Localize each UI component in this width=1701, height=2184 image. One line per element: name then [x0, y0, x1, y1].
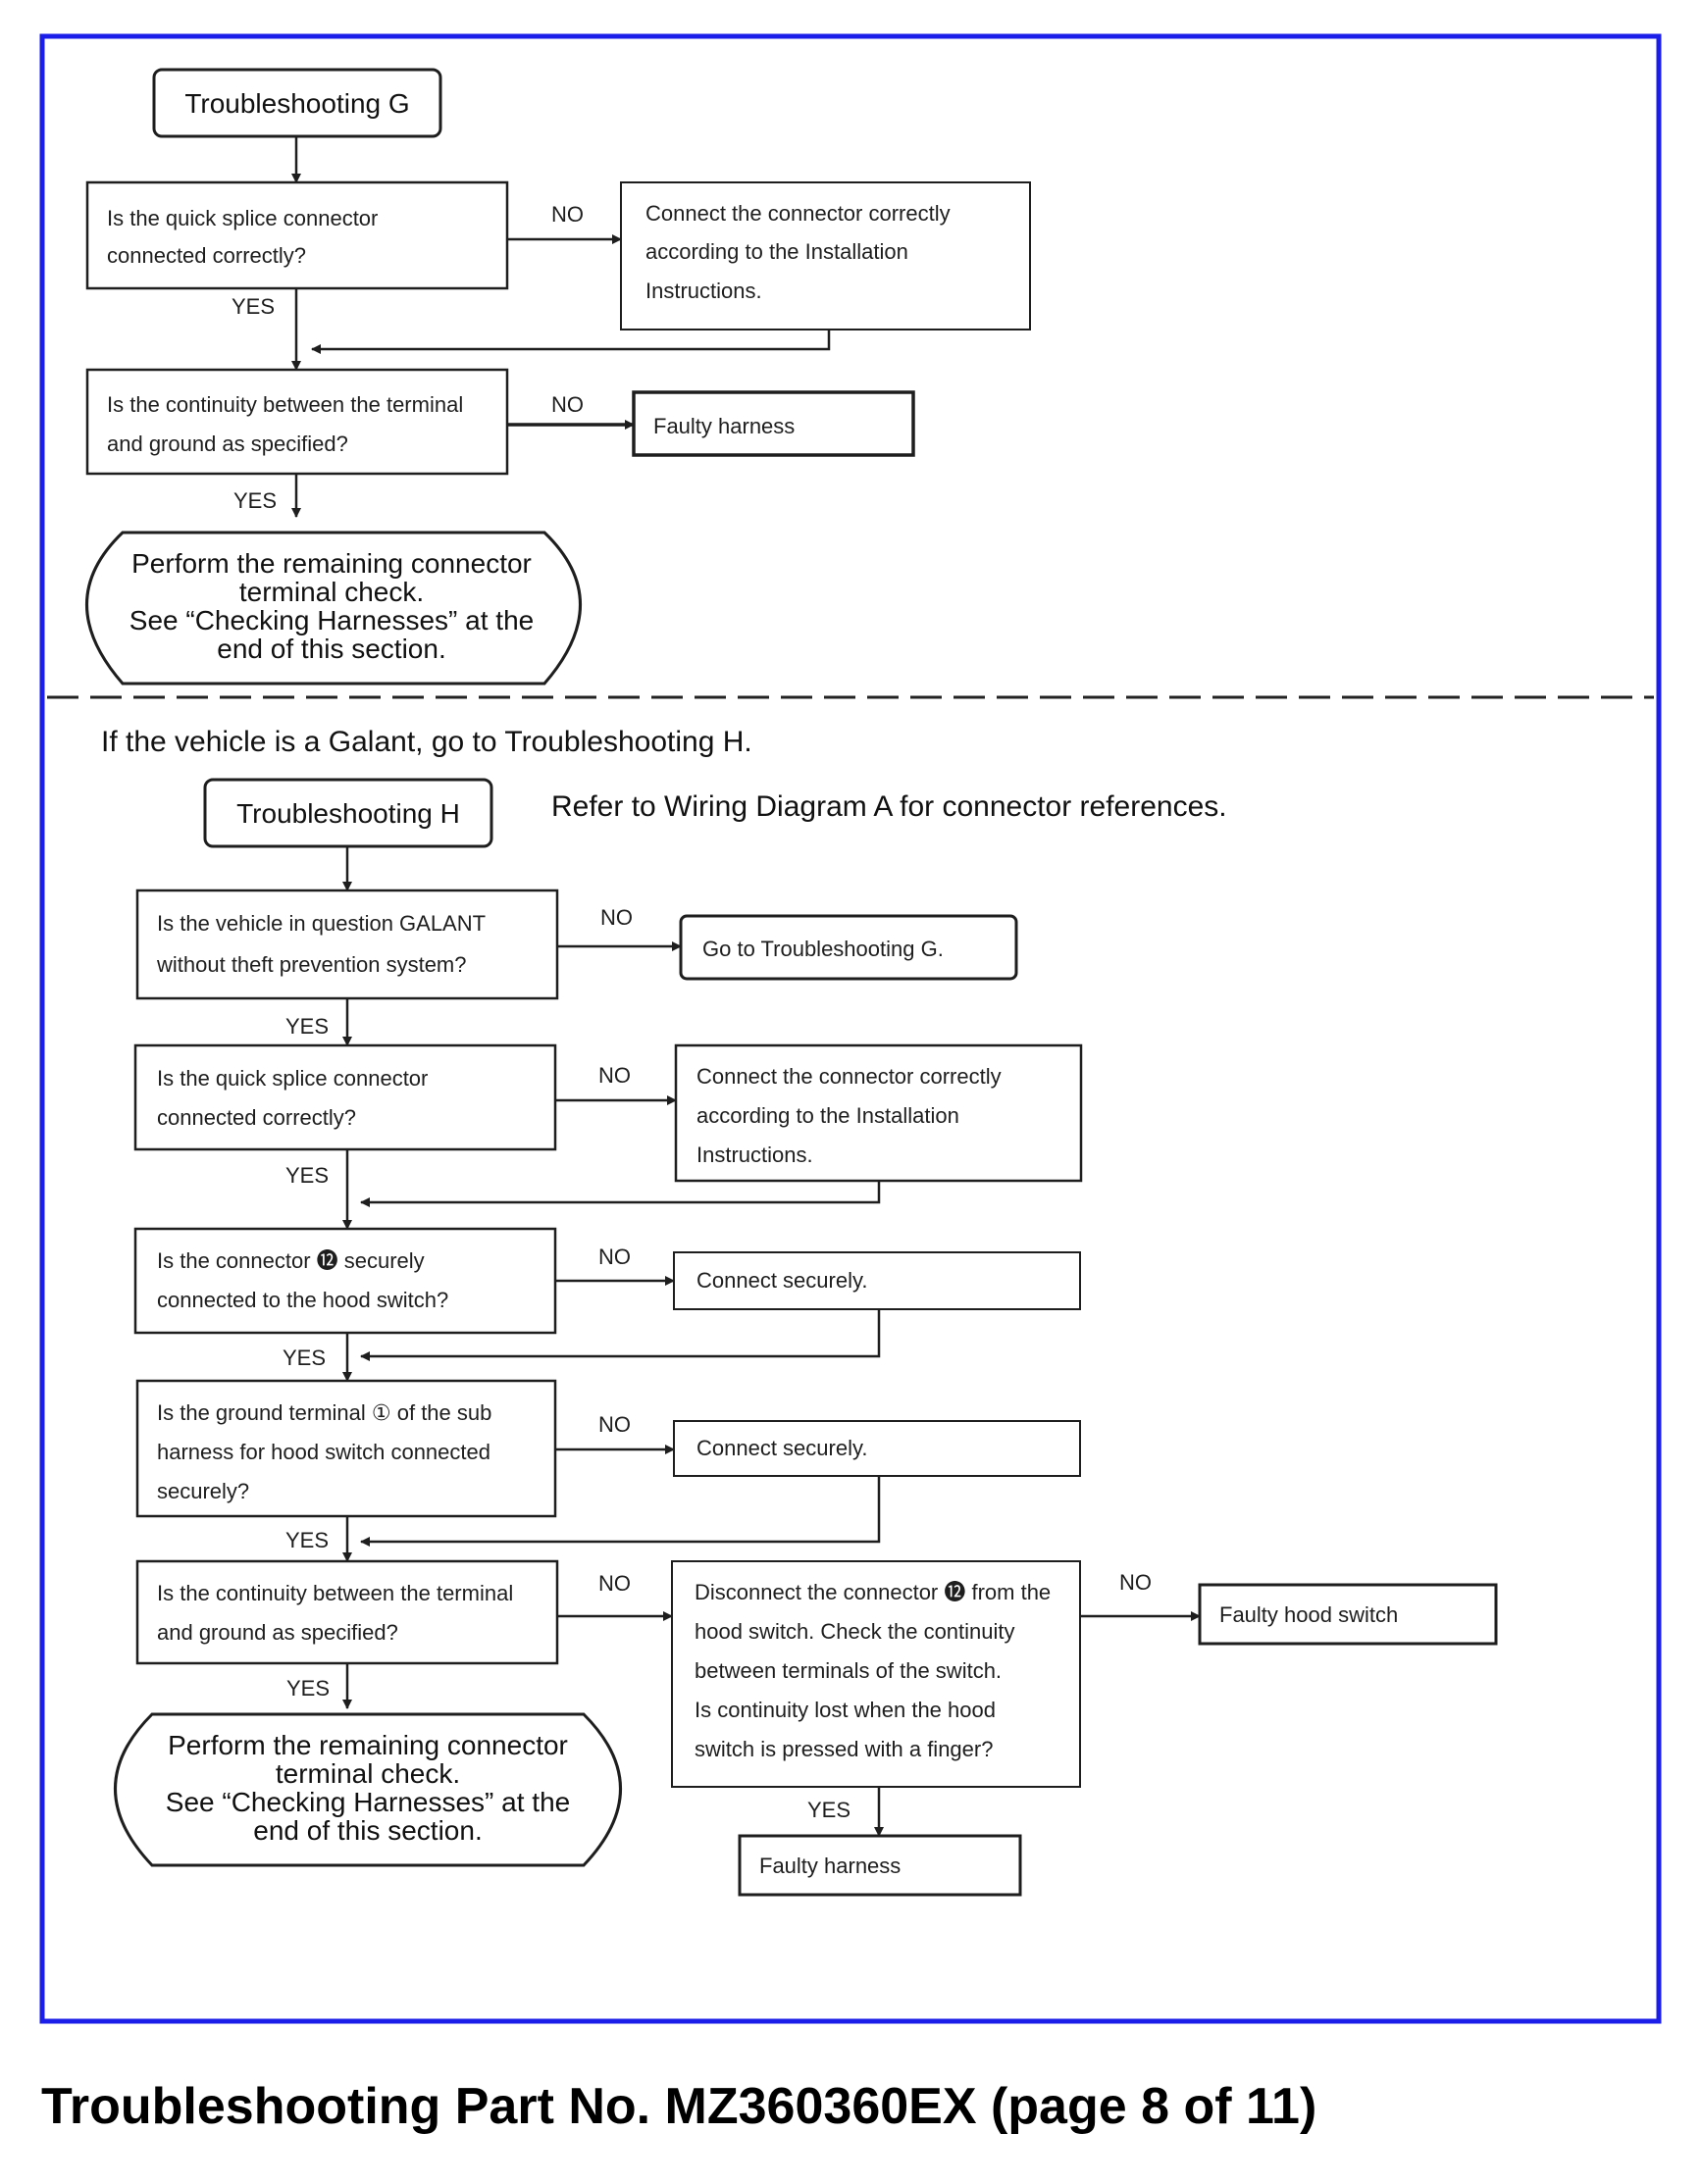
h-q6-no-label: NO [1119, 1570, 1152, 1595]
h-q4-yes-label: YES [285, 1528, 329, 1552]
g-q1-box [85, 180, 509, 290]
h-q4-no-label: NO [598, 1412, 631, 1437]
h-q5-no-line1: Disconnect the connector ⓬ from the [695, 1580, 1051, 1604]
h-end-line1: Perform the remaining connector [168, 1730, 568, 1760]
section-h-connectors [342, 846, 1201, 1837]
h-q1-no-label: NO [600, 905, 633, 930]
h-q5-no-label: NO [598, 1571, 631, 1596]
g-end-line1: Perform the remaining connector [131, 548, 532, 579]
h-q6-no-text: Faulty hood switch [1219, 1602, 1398, 1627]
h-title: Troubleshooting H [236, 798, 460, 829]
g-end-line3: See “Checking Harnesses” at the [129, 605, 534, 635]
section-g-connectors [291, 136, 831, 518]
g-q1-no-box [620, 181, 1031, 330]
h-q2-yes-label: YES [285, 1163, 329, 1188]
g-q1-line2: connected correctly? [107, 243, 306, 268]
h-q1-line2: without theft prevention system? [156, 952, 467, 977]
h-q1-line1: Is the vehicle in question GALANT [157, 911, 486, 936]
g-q1-no-line3: Instructions. [645, 279, 762, 303]
h-q2-no-line2: according to the Installation [696, 1103, 959, 1128]
galant-note: If the vehicle is a Galant, go to Troubl… [101, 726, 752, 758]
h-end-line2: terminal check. [276, 1758, 460, 1789]
h-end-line3: See “Checking Harnesses” at the [166, 1787, 570, 1817]
h-q4-line3: securely? [157, 1479, 249, 1503]
g-end-line4: end of this section. [217, 634, 445, 664]
g-q2-box [85, 368, 509, 476]
g-title: Troubleshooting G [184, 88, 409, 119]
h-q3-line2: connected to the hood switch? [157, 1288, 448, 1312]
h-q4-no-text: Connect securely. [696, 1436, 867, 1460]
page-caption: Troubleshooting Part No. MZ360360EX (pag… [41, 2078, 1317, 2135]
h-q2-box [133, 1043, 557, 1151]
h-end-terminal [114, 1712, 622, 1867]
g-q2-line1: Is the continuity between the terminal [107, 392, 463, 417]
h-q1-box [135, 889, 559, 1000]
g-q2-no-label: NO [551, 392, 584, 417]
h-q3-box [133, 1227, 557, 1335]
h-q1-yes-label: YES [285, 1014, 329, 1039]
h-q5-box [135, 1559, 559, 1665]
h-q5-no-line2: hood switch. Check the continuity [695, 1619, 1015, 1644]
g-end-terminal [85, 531, 582, 686]
h-q2-no-label: NO [598, 1063, 631, 1088]
h-q6-yes-text: Faulty harness [759, 1854, 901, 1878]
g-q2-line2: and ground as specified? [107, 432, 348, 456]
reference-note: Refer to Wiring Diagram A for connector … [551, 790, 1227, 823]
h-q3-yes-label: YES [283, 1346, 326, 1370]
g-q2-no-text: Faulty harness [653, 414, 795, 438]
h-q6-yes-label: YES [807, 1798, 850, 1822]
h-end-line4: end of this section. [253, 1815, 482, 1846]
section-g [85, 68, 1031, 686]
g-q1-line1: Is the quick splice connector [107, 206, 378, 230]
h-q3-no-label: NO [598, 1244, 631, 1269]
h-q5-yes-label: YES [286, 1676, 330, 1701]
h-q5-no-line3: between terminals of the switch. [695, 1658, 1002, 1683]
h-q2-no-line3: Instructions. [696, 1143, 813, 1167]
h-q5-line1: Is the continuity between the terminal [157, 1581, 513, 1605]
h-q5-no-box [671, 1560, 1081, 1788]
h-q5-no-line4: Is continuity lost when the hood [695, 1698, 996, 1722]
h-q3-no-text: Connect securely. [696, 1268, 867, 1293]
g-q1-no-line2: according to the Installation [645, 239, 908, 264]
g-q1-no-label: NO [551, 202, 584, 227]
h-q3-line1: Is the connector ⓬ securely [157, 1248, 425, 1273]
h-q2-no-line1: Connect the connector correctly [696, 1064, 1002, 1089]
h-q1-no-text: Go to Troubleshooting G. [702, 937, 944, 961]
g-q2-yes-label: YES [233, 488, 277, 513]
h-q5-no-line5: switch is pressed with a finger? [695, 1737, 993, 1761]
g-end-line2: terminal check. [239, 577, 424, 607]
g-q1-no-line1: Connect the connector correctly [645, 201, 951, 226]
h-q5-line2: and ground as specified? [157, 1620, 398, 1645]
h-q4-line1: Is the ground terminal ① of the sub [157, 1400, 491, 1425]
h-q2-line2: connected correctly? [157, 1105, 356, 1130]
h-q4-line2: harness for hood switch connected [157, 1440, 490, 1464]
page-frame [39, 33, 1662, 2024]
h-q2-line1: Is the quick splice connector [157, 1066, 428, 1091]
g-q1-yes-label: YES [232, 294, 275, 319]
